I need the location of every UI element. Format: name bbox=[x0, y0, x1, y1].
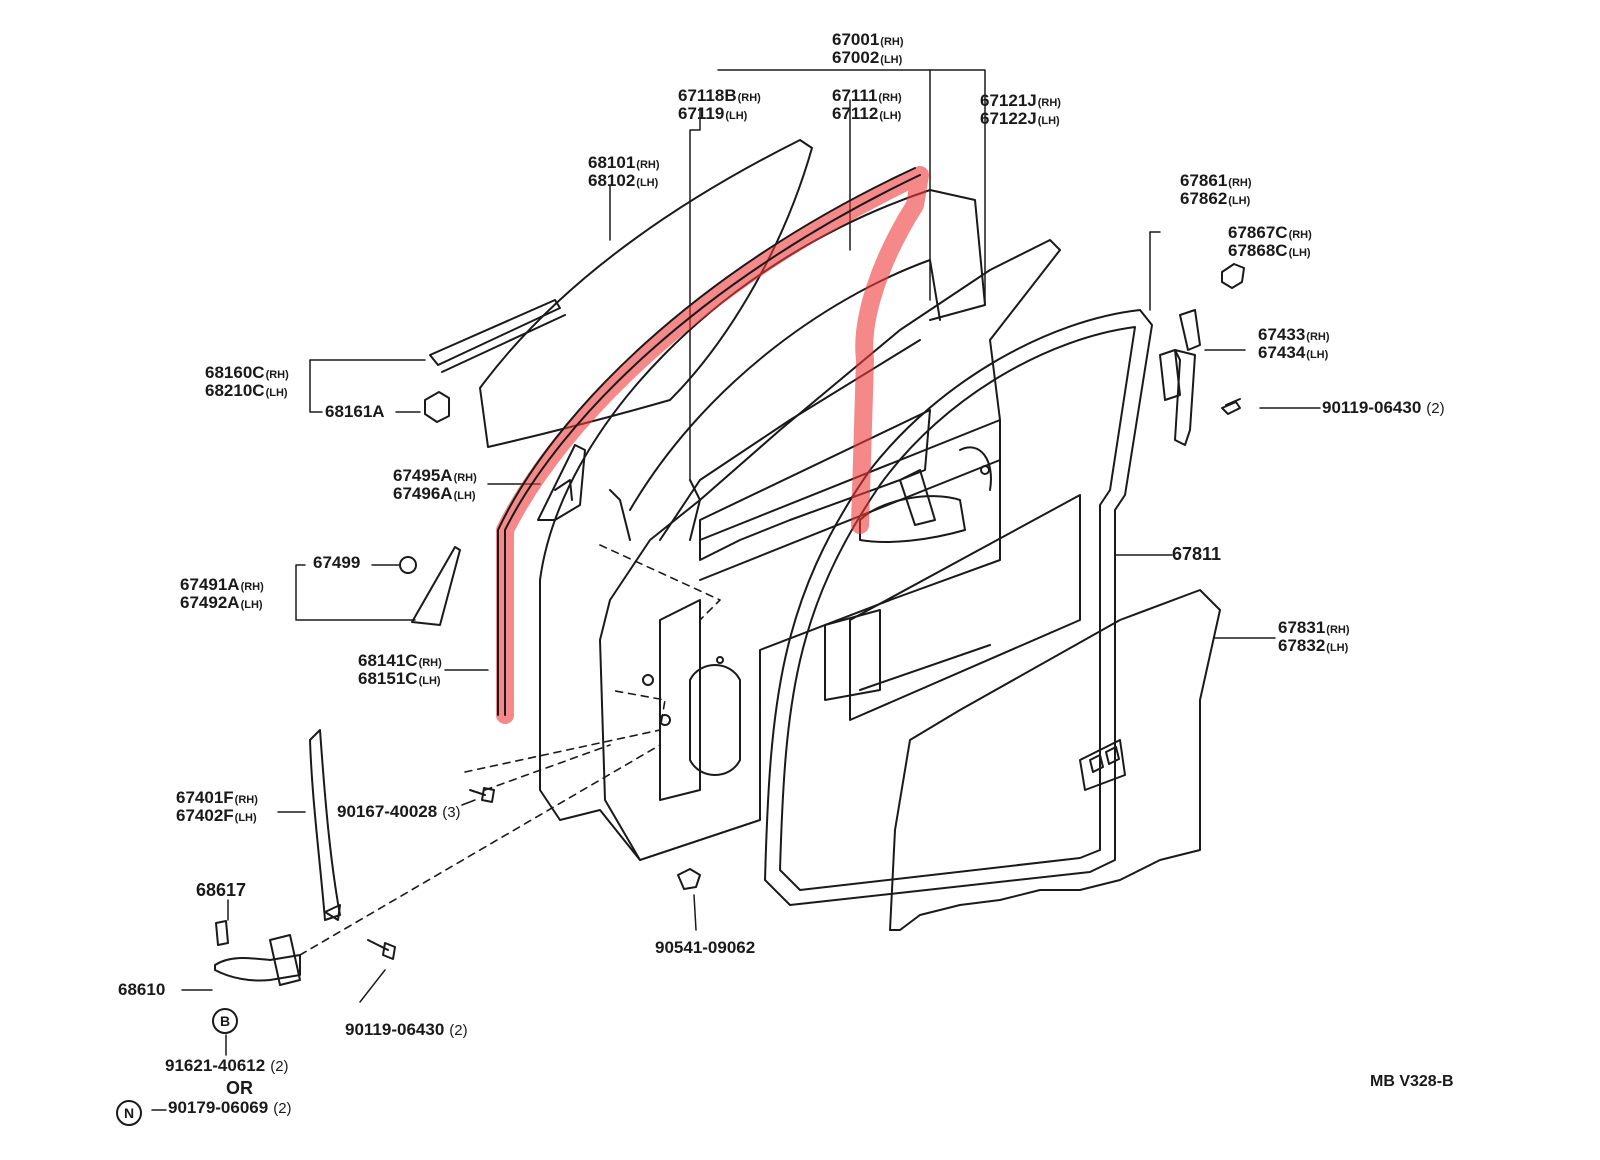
label-grommet: 90541-09062 bbox=[655, 938, 756, 957]
door-weatherstrip bbox=[764, 309, 1153, 906]
label-clip: 68161A bbox=[325, 402, 385, 421]
label-corner-piece: 67495A(RH) 67496A(LH) bbox=[393, 466, 477, 503]
label-hinge-strap: 67433(RH) 67434(LH) bbox=[1258, 325, 1330, 362]
corner-piece bbox=[537, 444, 586, 521]
label-frame-a: 67111(RH) 67112(LH) bbox=[832, 86, 902, 123]
label-bolt-b: 90119-06430(2) bbox=[345, 1020, 468, 1039]
rear-channel bbox=[309, 729, 341, 921]
highlight-glass-run bbox=[496, 166, 929, 724]
door-check bbox=[214, 954, 301, 982]
door-inner-panel bbox=[539, 239, 1061, 861]
label-or: OR bbox=[226, 1078, 253, 1098]
corner-cover bbox=[411, 546, 461, 626]
door-glass bbox=[479, 139, 813, 448]
pin-68617 bbox=[215, 920, 229, 946]
label-trim-board: 67831(RH) 67832(LH) bbox=[1278, 618, 1350, 655]
label-door-assy: 67001(RH) 67002(LH) bbox=[832, 30, 904, 67]
label-glass: 68101(RH) 68102(LH) bbox=[588, 153, 660, 190]
bolt-90119-right bbox=[1221, 398, 1241, 415]
label-clip-c: 67867C(RH) 67868C(LH) bbox=[1228, 223, 1312, 260]
clip-68161a bbox=[424, 391, 450, 423]
marker-b: B bbox=[212, 1008, 238, 1034]
label-check: 68610 bbox=[118, 980, 166, 999]
label-pin: 68617 bbox=[196, 880, 247, 900]
label-bolt-d: 90179-06069(2) bbox=[168, 1098, 292, 1117]
clip-67867c bbox=[1221, 263, 1245, 289]
label-weatherstrip-upper: 67861(RH) 67862(LH) bbox=[1180, 171, 1252, 208]
label-belt-weather: 68160C(RH) 68210C(LH) bbox=[205, 363, 289, 400]
label-glass-run: 68141C(RH) 68151C(LH) bbox=[358, 651, 442, 688]
label-bolt-c: 91621-40612(2) bbox=[165, 1056, 289, 1075]
label-rear-channel: 67401F(RH) 67402F(LH) bbox=[176, 788, 258, 825]
label-corner-cover: 67491A(RH) 67492A(LH) bbox=[180, 575, 264, 612]
belt-weatherstrip bbox=[429, 299, 561, 366]
label-run-channel: 67118B(RH) 67119(LH) bbox=[678, 86, 761, 123]
window-regulator bbox=[699, 409, 931, 561]
hinge-strap bbox=[1179, 309, 1201, 351]
clip-67499 bbox=[399, 556, 417, 574]
bolt-90119-left bbox=[367, 939, 396, 960]
label-cover-clip: 67499 bbox=[313, 553, 361, 572]
grommet-90541 bbox=[677, 868, 701, 890]
door-trim-board bbox=[889, 589, 1221, 931]
marker-n: N bbox=[116, 1100, 142, 1126]
label-weatherstrip: 67811 bbox=[1172, 544, 1222, 564]
screw-90167 bbox=[469, 787, 495, 803]
inner-trim-panel bbox=[849, 494, 1081, 721]
diagram-reference: MB V328-B bbox=[1370, 1073, 1454, 1090]
label-screw-a: 90167-40028(3) bbox=[337, 802, 461, 821]
label-bolt-e: 90119-06430(2) bbox=[1322, 398, 1445, 417]
label-frame-b: 67121J(RH) 67122J(LH) bbox=[980, 91, 1061, 128]
